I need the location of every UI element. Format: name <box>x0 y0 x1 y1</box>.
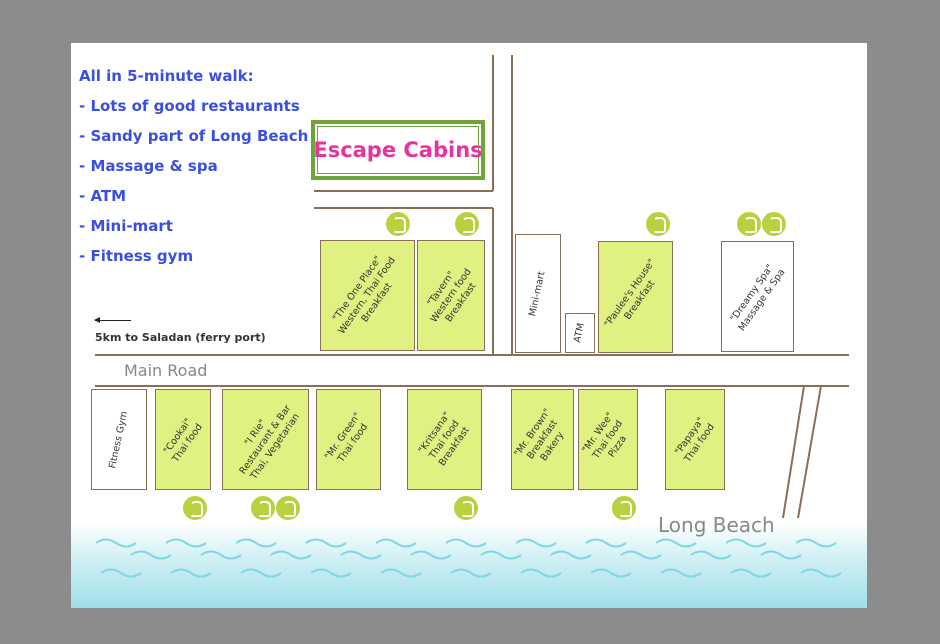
recommend-thumbs-up-icon <box>737 212 761 236</box>
building-label: "Tavern" Western food Breakfast <box>424 266 478 325</box>
sea <box>71 523 867 608</box>
info-item-minimart: - Mini-mart <box>79 217 173 235</box>
recommend-thumbs-up-icon <box>646 212 670 236</box>
building-label: Fitness Gym <box>107 409 130 469</box>
building-papaya: "Papaya" Thai food <box>665 389 725 490</box>
building-label: "Dreamy Spa" Massage & Spa <box>728 262 788 333</box>
building-mr-wee: "Mr. Wee" Thai food Pizza <box>578 389 638 490</box>
building-the-one-place: "The One Place" Western, Thai Food Break… <box>320 240 415 351</box>
building-tavern: "Tavern" Western food Breakfast <box>417 240 485 351</box>
info-item-atm: - ATM <box>79 187 127 205</box>
beach-lane-left <box>782 385 805 519</box>
building-label: Mini-mart <box>527 269 548 317</box>
left-arrow-icon <box>94 317 131 323</box>
building-label: "Kritsana" Thai food Breakfast <box>416 409 472 468</box>
building-label: ATM <box>572 322 587 344</box>
info-item-restaurants: - Lots of good restaurants <box>79 97 300 115</box>
recommend-thumbs-up-icon <box>612 496 636 520</box>
building-label: "Mr. Wee" Thai food Pizza <box>579 410 629 461</box>
building-cookai: "Cookai" Thai food <box>155 389 211 490</box>
building-label: "The One Place" Western, Thai Food Break… <box>330 253 398 336</box>
recommend-group <box>646 212 670 236</box>
building-minimart: Mini-mart <box>515 234 561 353</box>
building-label: "Cookai" Thai food <box>161 415 205 464</box>
recommend-thumbs-up-icon <box>251 496 275 520</box>
building-i-rie: "I Rie" Restaurant & Bar Thai, Vegetaria… <box>222 389 309 490</box>
recommend-group <box>612 496 636 520</box>
long-beach-label: Long Beach <box>658 513 775 537</box>
escape-cabins-box: Escape Cabins <box>311 120 485 180</box>
info-heading: All in 5-minute walk: <box>79 67 254 85</box>
building-mr-brown: "Mr. Brown" Breakfast Bakery <box>511 389 574 490</box>
recommend-group <box>737 212 786 236</box>
recommend-thumbs-up-icon <box>454 496 478 520</box>
info-item-beach: - Sandy part of Long Beach <box>79 127 309 145</box>
info-item-fitness: - Fitness gym <box>79 247 194 265</box>
recommend-thumbs-up-icon <box>762 212 786 236</box>
building-kritsana: "Kritsana" Thai food Breakfast <box>407 389 482 490</box>
recommend-thumbs-up-icon <box>386 212 410 236</box>
map-card: All in 5-minute walk: - Lots of good res… <box>71 43 867 608</box>
info-item-massage: - Massage & spa <box>79 157 218 175</box>
recommend-group <box>251 496 300 520</box>
recommend-thumbs-up-icon <box>455 212 479 236</box>
recommend-group <box>386 212 410 236</box>
main-road-label: Main Road <box>124 361 208 380</box>
recommend-thumbs-up-icon <box>183 496 207 520</box>
building-mr-green: "Mr. Green" Thai food <box>316 389 381 490</box>
building-fitness-gym: Fitness Gym <box>91 389 147 490</box>
building-dreamy-spa: "Dreamy Spa" Massage & Spa <box>721 241 794 352</box>
building-atm: ATM <box>565 313 595 353</box>
building-label: "Paulee's House" Breakfast <box>602 257 658 330</box>
building-label: "I Rie" Restaurant & Bar Thai, Vegetaria… <box>237 402 302 482</box>
recommend-group <box>454 496 478 520</box>
recommend-group <box>183 496 207 520</box>
building-label: "Mr. Brown" Breakfast Bakery <box>511 406 566 463</box>
building-label: "Mr. Green" Thai food <box>322 410 371 464</box>
recommend-group <box>455 212 479 236</box>
recommend-thumbs-up-icon <box>276 496 300 520</box>
beach-lane-right <box>797 385 822 519</box>
ferry-label: 5km to Saladan (ferry port) <box>95 331 266 344</box>
building-label: "Papaya" Thai food <box>672 414 717 464</box>
wave-icons <box>95 538 842 578</box>
building-paulees-house: "Paulee's House" Breakfast <box>598 241 673 353</box>
roads-and-waves <box>95 55 849 578</box>
